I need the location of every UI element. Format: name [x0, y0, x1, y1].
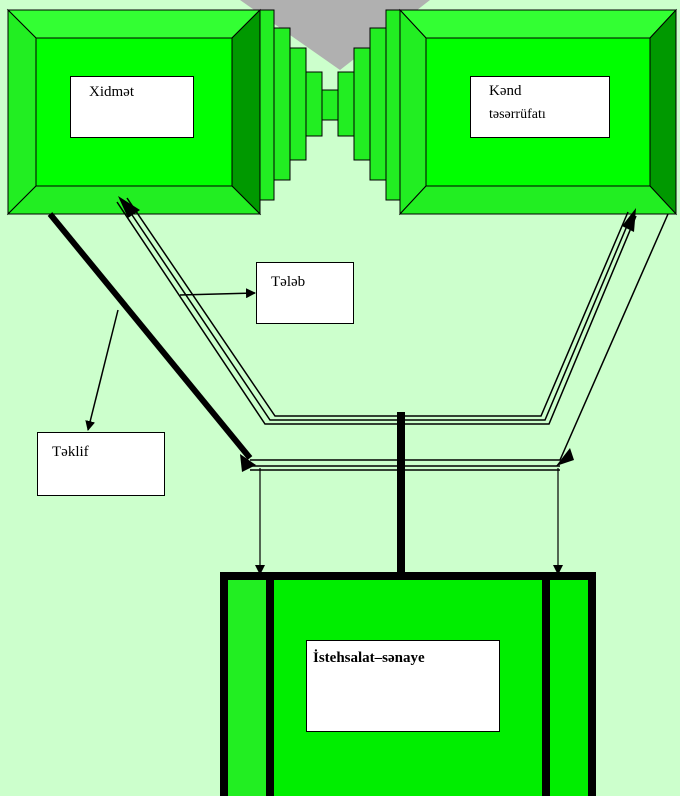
- istehsalat-label: İstehsalat–sənaye: [313, 650, 425, 666]
- lower-right-arrow-icon: [556, 448, 574, 466]
- teleb-label-box: Tələb: [256, 262, 354, 324]
- left-thick-line: [47, 212, 253, 460]
- kend-label-line2: təsərrüfatı: [489, 107, 546, 122]
- top-connector: [257, 9, 403, 201]
- teklif-label: Təklif: [52, 444, 89, 460]
- lower-left-arrow-icon: [240, 454, 256, 472]
- teklif-label-box: Təklif: [37, 432, 165, 496]
- teklif-arrow: [85, 309, 119, 431]
- kend-block: [398, 8, 678, 216]
- kend-top-arrow-icon: [622, 208, 636, 232]
- teleb-label: Tələb: [271, 274, 306, 290]
- xidmet-label-box: Xidmət: [70, 76, 194, 138]
- teleb-arrow: [179, 288, 256, 299]
- xidmet-arrow-icon: [118, 196, 140, 218]
- kend-label-box: Kənd təsərrüfatı: [470, 76, 610, 138]
- istehsalat-label-box: İstehsalat–sənaye: [306, 640, 500, 732]
- lower-bus-line: [250, 213, 669, 471]
- gray-triangle-shape: [240, 0, 430, 70]
- left-triple-line: [116, 197, 637, 425]
- kend-label-line1: Kənd: [489, 83, 522, 99]
- xidmet-label: Xidmət: [89, 84, 134, 100]
